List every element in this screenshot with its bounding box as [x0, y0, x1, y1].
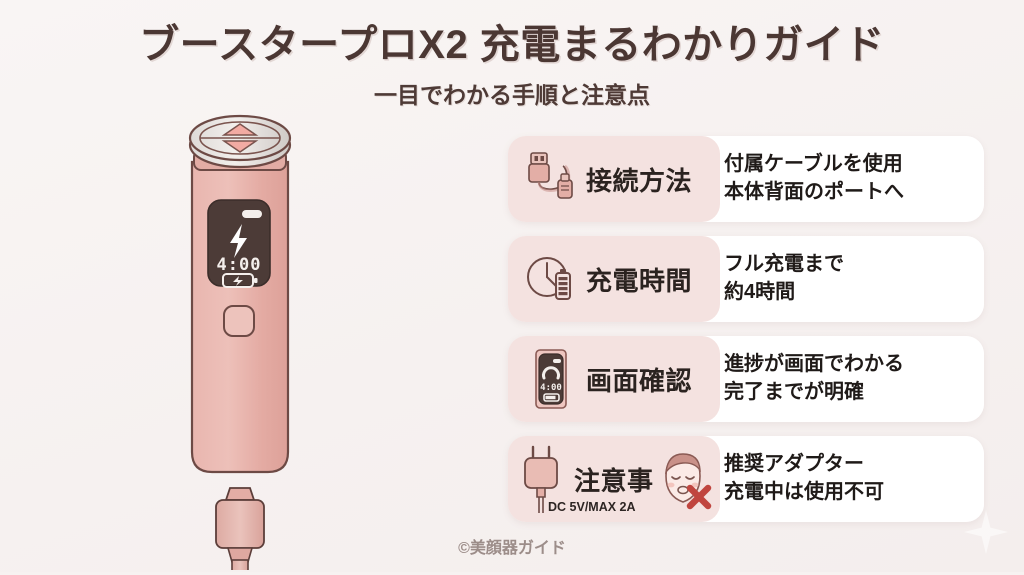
card-label: 充電時間	[586, 265, 693, 296]
page-title: ブースタープロX2 充電まるわかりガイド	[139, 23, 885, 67]
card-left-panel: 充電時間	[508, 236, 720, 322]
usb-cable-icon	[522, 148, 580, 210]
info-card-list: 接続方法 付属ケーブルを使用 本体背面のポートへ	[508, 136, 984, 522]
usb-c-tip	[224, 487, 256, 501]
header: ブースタープロX2 充電まるわかりガイド 一目でわかる手順と注意点	[0, 22, 1024, 110]
card-line-1: 付属ケーブルを使用	[724, 153, 903, 176]
card-label: 画面確認	[586, 365, 693, 396]
info-card-screen-check[interactable]: 4:00 画面確認 進捗が画面でわかる 完了までが明確	[508, 336, 984, 422]
card-label: 接続方法	[586, 165, 693, 196]
page-subtitle: 一目でわかる手順と注意点	[374, 82, 650, 108]
card-right-panel: 推奨アダプター 充電中は使用不可	[700, 436, 984, 522]
device-power-button	[223, 305, 255, 337]
screen-time-text: 4:00	[217, 255, 262, 275]
card-line-2: 完了までが明確	[724, 381, 864, 403]
card-left-panel: 注意事 DC 5V/MAX 2A	[508, 436, 720, 522]
card-left-panel: 4:00 画面確認	[508, 336, 720, 422]
power-adapter-icon	[518, 445, 568, 513]
card-right-panel: フル充電まで 約4時間	[700, 236, 984, 322]
screen-status-bar-icon	[242, 210, 262, 218]
info-card-connection[interactable]: 接続方法 付属ケーブルを使用 本体背面のポートへ	[508, 136, 984, 222]
device-screen-icon: 4:00	[522, 348, 580, 410]
card-label: 注意事	[574, 465, 654, 496]
info-card-charge-time[interactable]: 充電時間 フル充電まで 約4時間	[508, 236, 984, 322]
electrode-upper	[221, 123, 259, 136]
card-line-1: フル充電まで	[724, 253, 844, 276]
face-no-use-icon	[650, 446, 716, 512]
electrode-lower	[221, 140, 259, 153]
card-line-2: 本体背面のポートへ	[724, 181, 904, 203]
device-svg: 4:00	[188, 114, 292, 573]
mini-screen-time: 4:00	[540, 383, 562, 393]
card-line-1: 進捗が画面でわかる	[724, 353, 904, 376]
device-illustration: 4:00	[150, 100, 380, 573]
lightning-bolt-icon	[230, 224, 247, 258]
card-line-2: 約4時間	[724, 281, 796, 303]
card-right-panel: 進捗が画面でわかる 完了までが明確	[700, 336, 984, 422]
footer-credit: ©美顔器ガイド	[458, 540, 566, 557]
clock-battery-icon	[522, 248, 580, 310]
info-card-caution[interactable]: 注意事 DC 5V/MAX 2A	[508, 436, 984, 522]
usb-cable	[231, 559, 249, 573]
card-line-2: 充電中は使用不可	[724, 481, 884, 503]
adapter-spec-label: DC 5V/MAX 2A	[548, 500, 636, 514]
card-right-panel: 付属ケーブルを使用 本体背面のポートへ	[700, 136, 984, 222]
battery-charging-icon	[222, 273, 254, 288]
card-line-1: 推奨アダプター	[724, 453, 864, 476]
card-left-panel: 接続方法	[508, 136, 720, 222]
